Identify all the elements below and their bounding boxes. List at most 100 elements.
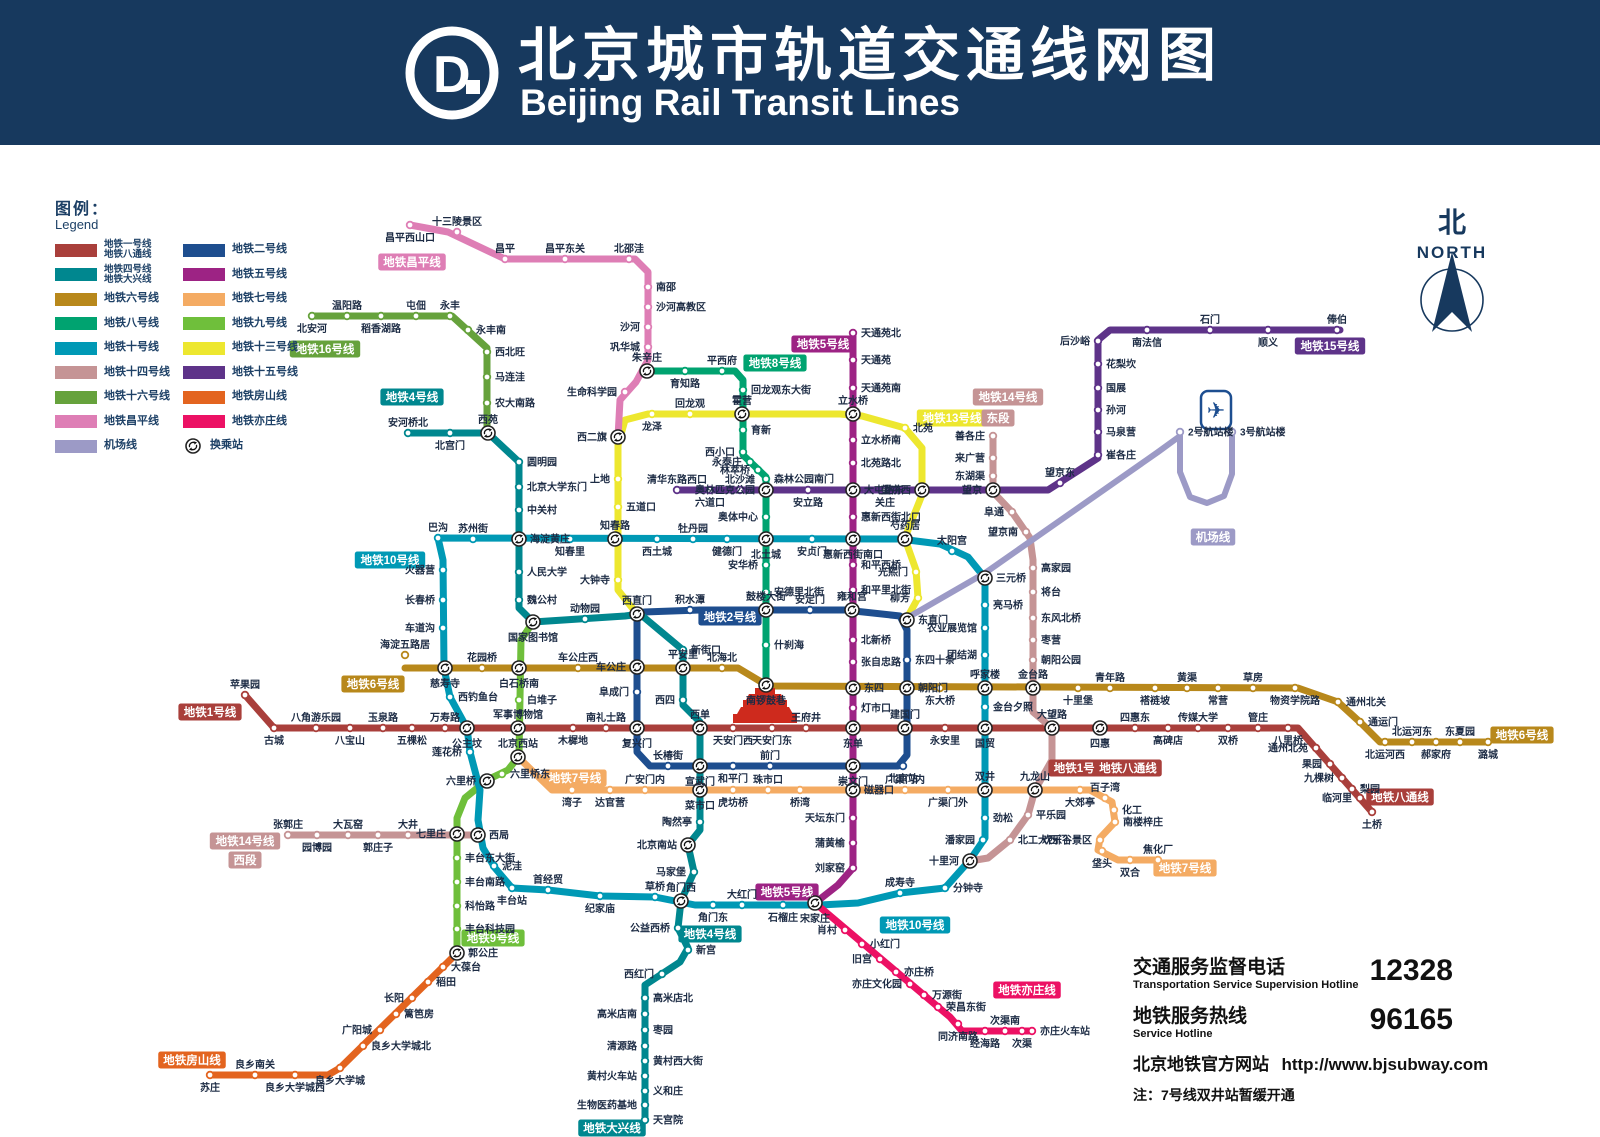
station-dot: [738, 385, 748, 395]
station-label: 天坛东门: [805, 812, 845, 825]
station-dot: [445, 428, 455, 438]
service-hotline-en: Service Hotline: [1133, 1028, 1213, 1040]
station-dot: [940, 883, 950, 893]
line-badge: 地铁八通线: [1094, 759, 1162, 777]
station-label: 青年路: [1095, 671, 1126, 684]
station-label: 清华东路西口: [647, 473, 707, 486]
station-dot: [913, 593, 923, 603]
station-label: 灯市口: [861, 702, 891, 715]
official-website-url[interactable]: http://www.bjsubway.com: [1281, 1055, 1489, 1074]
station-dot: [728, 723, 738, 733]
line-badge: 地铁10号线: [354, 551, 426, 569]
station-label: 军事博物馆: [493, 708, 543, 721]
station-label: 黄村西大街: [653, 1055, 703, 1068]
station-label: 呼家楼: [970, 668, 1000, 681]
transfer-station-icon: [845, 406, 861, 422]
station-label: 花梨坎: [1106, 358, 1137, 371]
station-dot: [312, 830, 322, 840]
station-label: 十里堡: [1063, 694, 1093, 707]
station-dot: [689, 867, 699, 877]
line-badge: 地铁9号线: [461, 929, 525, 947]
station-dot: [735, 485, 745, 495]
station-dot: [1109, 805, 1119, 815]
station-label: 郭公庄: [468, 947, 498, 960]
legend-item: 地铁七号线: [183, 287, 315, 312]
station-dot: [1150, 683, 1160, 693]
station-label: 七里庄: [416, 828, 446, 841]
station-label: 北京大学东门: [527, 481, 587, 494]
transfer-station-icon: [985, 482, 1001, 498]
supervision-hotline-number: 12328: [1369, 954, 1453, 987]
station-label: 良乡大学城: [315, 1074, 365, 1087]
station-label: 北新桥: [861, 634, 892, 647]
legend-title-en: Legend: [55, 217, 99, 232]
station-dot: [848, 355, 858, 365]
station-dot: [1027, 1026, 1037, 1036]
station-label: 稻田: [436, 976, 456, 989]
station-label: 黄渠: [1177, 671, 1198, 684]
station-label: 新宫: [696, 944, 716, 957]
station-dot: [761, 640, 771, 650]
legend-item-label: 地铁六号线: [104, 292, 159, 305]
station-dot: [1253, 723, 1263, 733]
transfer-station-icon: [629, 720, 645, 736]
station-dot: [452, 227, 462, 237]
station-label: 张自忠路: [861, 656, 902, 669]
svg-text:地铁房山线: 地铁房山线: [163, 1053, 221, 1067]
station-dot: [400, 650, 410, 660]
station-label: 大望路: [1037, 708, 1068, 721]
station-label: 双合: [1120, 866, 1141, 879]
legend-color-swatch: [55, 243, 97, 257]
svg-text:D: D: [433, 46, 471, 104]
station-dot: [514, 505, 524, 515]
legend-item-label: 地铁五号线: [232, 267, 287, 280]
transfer-station-icon: [844, 602, 860, 618]
station-label: 枣园: [652, 1024, 673, 1037]
station-dot: [643, 302, 653, 312]
transfer-station-icon: [185, 438, 201, 455]
station-dot: [688, 534, 698, 544]
transfer-station-icon: [1027, 782, 1043, 798]
station-dot: [1130, 723, 1140, 733]
station-label: 东单: [843, 737, 863, 750]
station-dot: [980, 650, 990, 660]
station-dot: [643, 342, 653, 352]
station-label: 朝阳门: [918, 682, 948, 695]
station-dot: [761, 512, 771, 522]
svg-text:地铁八通线: 地铁八通线: [1099, 761, 1157, 775]
station-label: 物资学院路: [1270, 694, 1321, 707]
station-dot: [568, 723, 578, 733]
station-label: 莲花桥: [432, 746, 463, 759]
station-dot: [405, 220, 415, 230]
station-dot: [640, 1086, 650, 1096]
station-label: 金台夕照: [992, 701, 1033, 714]
station-label: 安立路: [793, 496, 824, 509]
station-dot: [240, 690, 250, 700]
station-dot: [411, 311, 421, 321]
station-dot: [795, 785, 805, 795]
line-badge: 地铁4号线: [678, 925, 742, 943]
station-dot: [728, 785, 738, 795]
north-en-label: NORTH: [1417, 243, 1487, 262]
station-label: 平西府: [707, 354, 737, 367]
station-dot: [708, 900, 718, 910]
legend-items: 地铁一号线地铁八通线地铁四号线地铁大兴线地铁六号线地铁八号线地铁十号线地铁十四号…: [55, 238, 315, 459]
station-label: 天安门东: [752, 734, 792, 747]
station-label: 金台路: [1017, 668, 1049, 681]
station-dot: [452, 924, 462, 934]
legend-item: 地铁十三号线: [183, 336, 315, 361]
station-dot: [652, 534, 662, 544]
station-label: 西局: [489, 830, 509, 842]
svg-text:地铁14号线: 地铁14号线: [979, 390, 1038, 404]
station-dot: [919, 990, 929, 1000]
station-label: 管庄: [1248, 711, 1268, 724]
station-label: 北苑路北: [861, 457, 901, 470]
station-dot: [988, 471, 998, 481]
station-dot: [980, 600, 990, 610]
transfer-station-icon: [511, 660, 527, 676]
station-label: 立水桥: [838, 394, 869, 407]
station-label: 刘家窑: [815, 862, 845, 875]
station-dot: [1007, 507, 1017, 517]
station-label: 积水潭: [675, 593, 705, 606]
